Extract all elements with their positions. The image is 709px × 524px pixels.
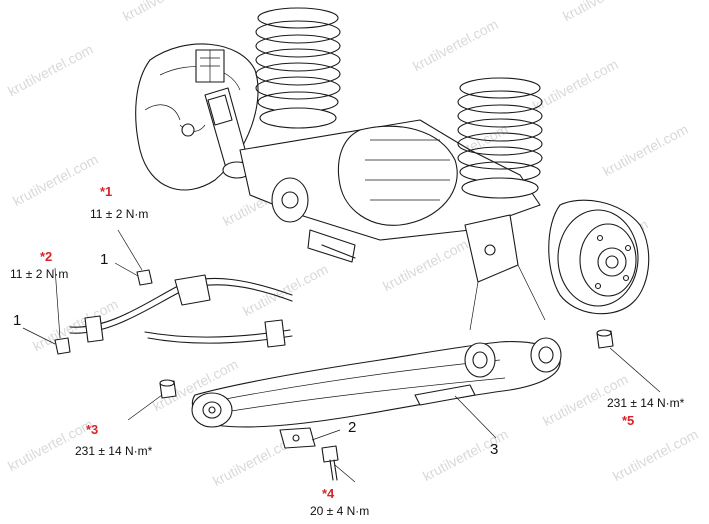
axle-bracket [464,214,546,331]
nut-1 [136,269,153,286]
right-coil-spring [457,77,543,199]
leader-lines [22,229,661,483]
callout-star-5: *5 [622,413,635,428]
part-number-1-lower: 1 [13,312,22,329]
torque-spec-4: 20 ± 4 N·m [310,504,370,518]
bolt-4 [321,445,339,481]
nut-5 [596,329,614,349]
part-number-1-upper: 1 [100,251,109,268]
nut-2 [54,337,71,355]
callout-star-3: *3 [86,422,99,437]
parking-brake-cable [69,274,293,348]
right-brake-drum [548,199,650,315]
callout-star-2: *2 [40,249,53,264]
part-number-3: 3 [490,441,499,458]
lower-arm [191,337,562,428]
torque-spec-1: 11 ± 2 N·m [90,207,149,221]
torque-spec-3: 231 ± 14 N·m* [75,444,153,458]
part-number-2: 2 [348,419,357,436]
callout-star-1: *1 [100,184,113,199]
torque-spec-5: 231 ± 14 N·m* [607,396,685,410]
left-coil-spring [255,7,341,129]
nut-3 [159,379,177,399]
torque-spec-2: 11 ± 2 N·m [10,267,69,281]
clip-2 [279,427,316,449]
callout-star-4: *4 [322,486,335,501]
